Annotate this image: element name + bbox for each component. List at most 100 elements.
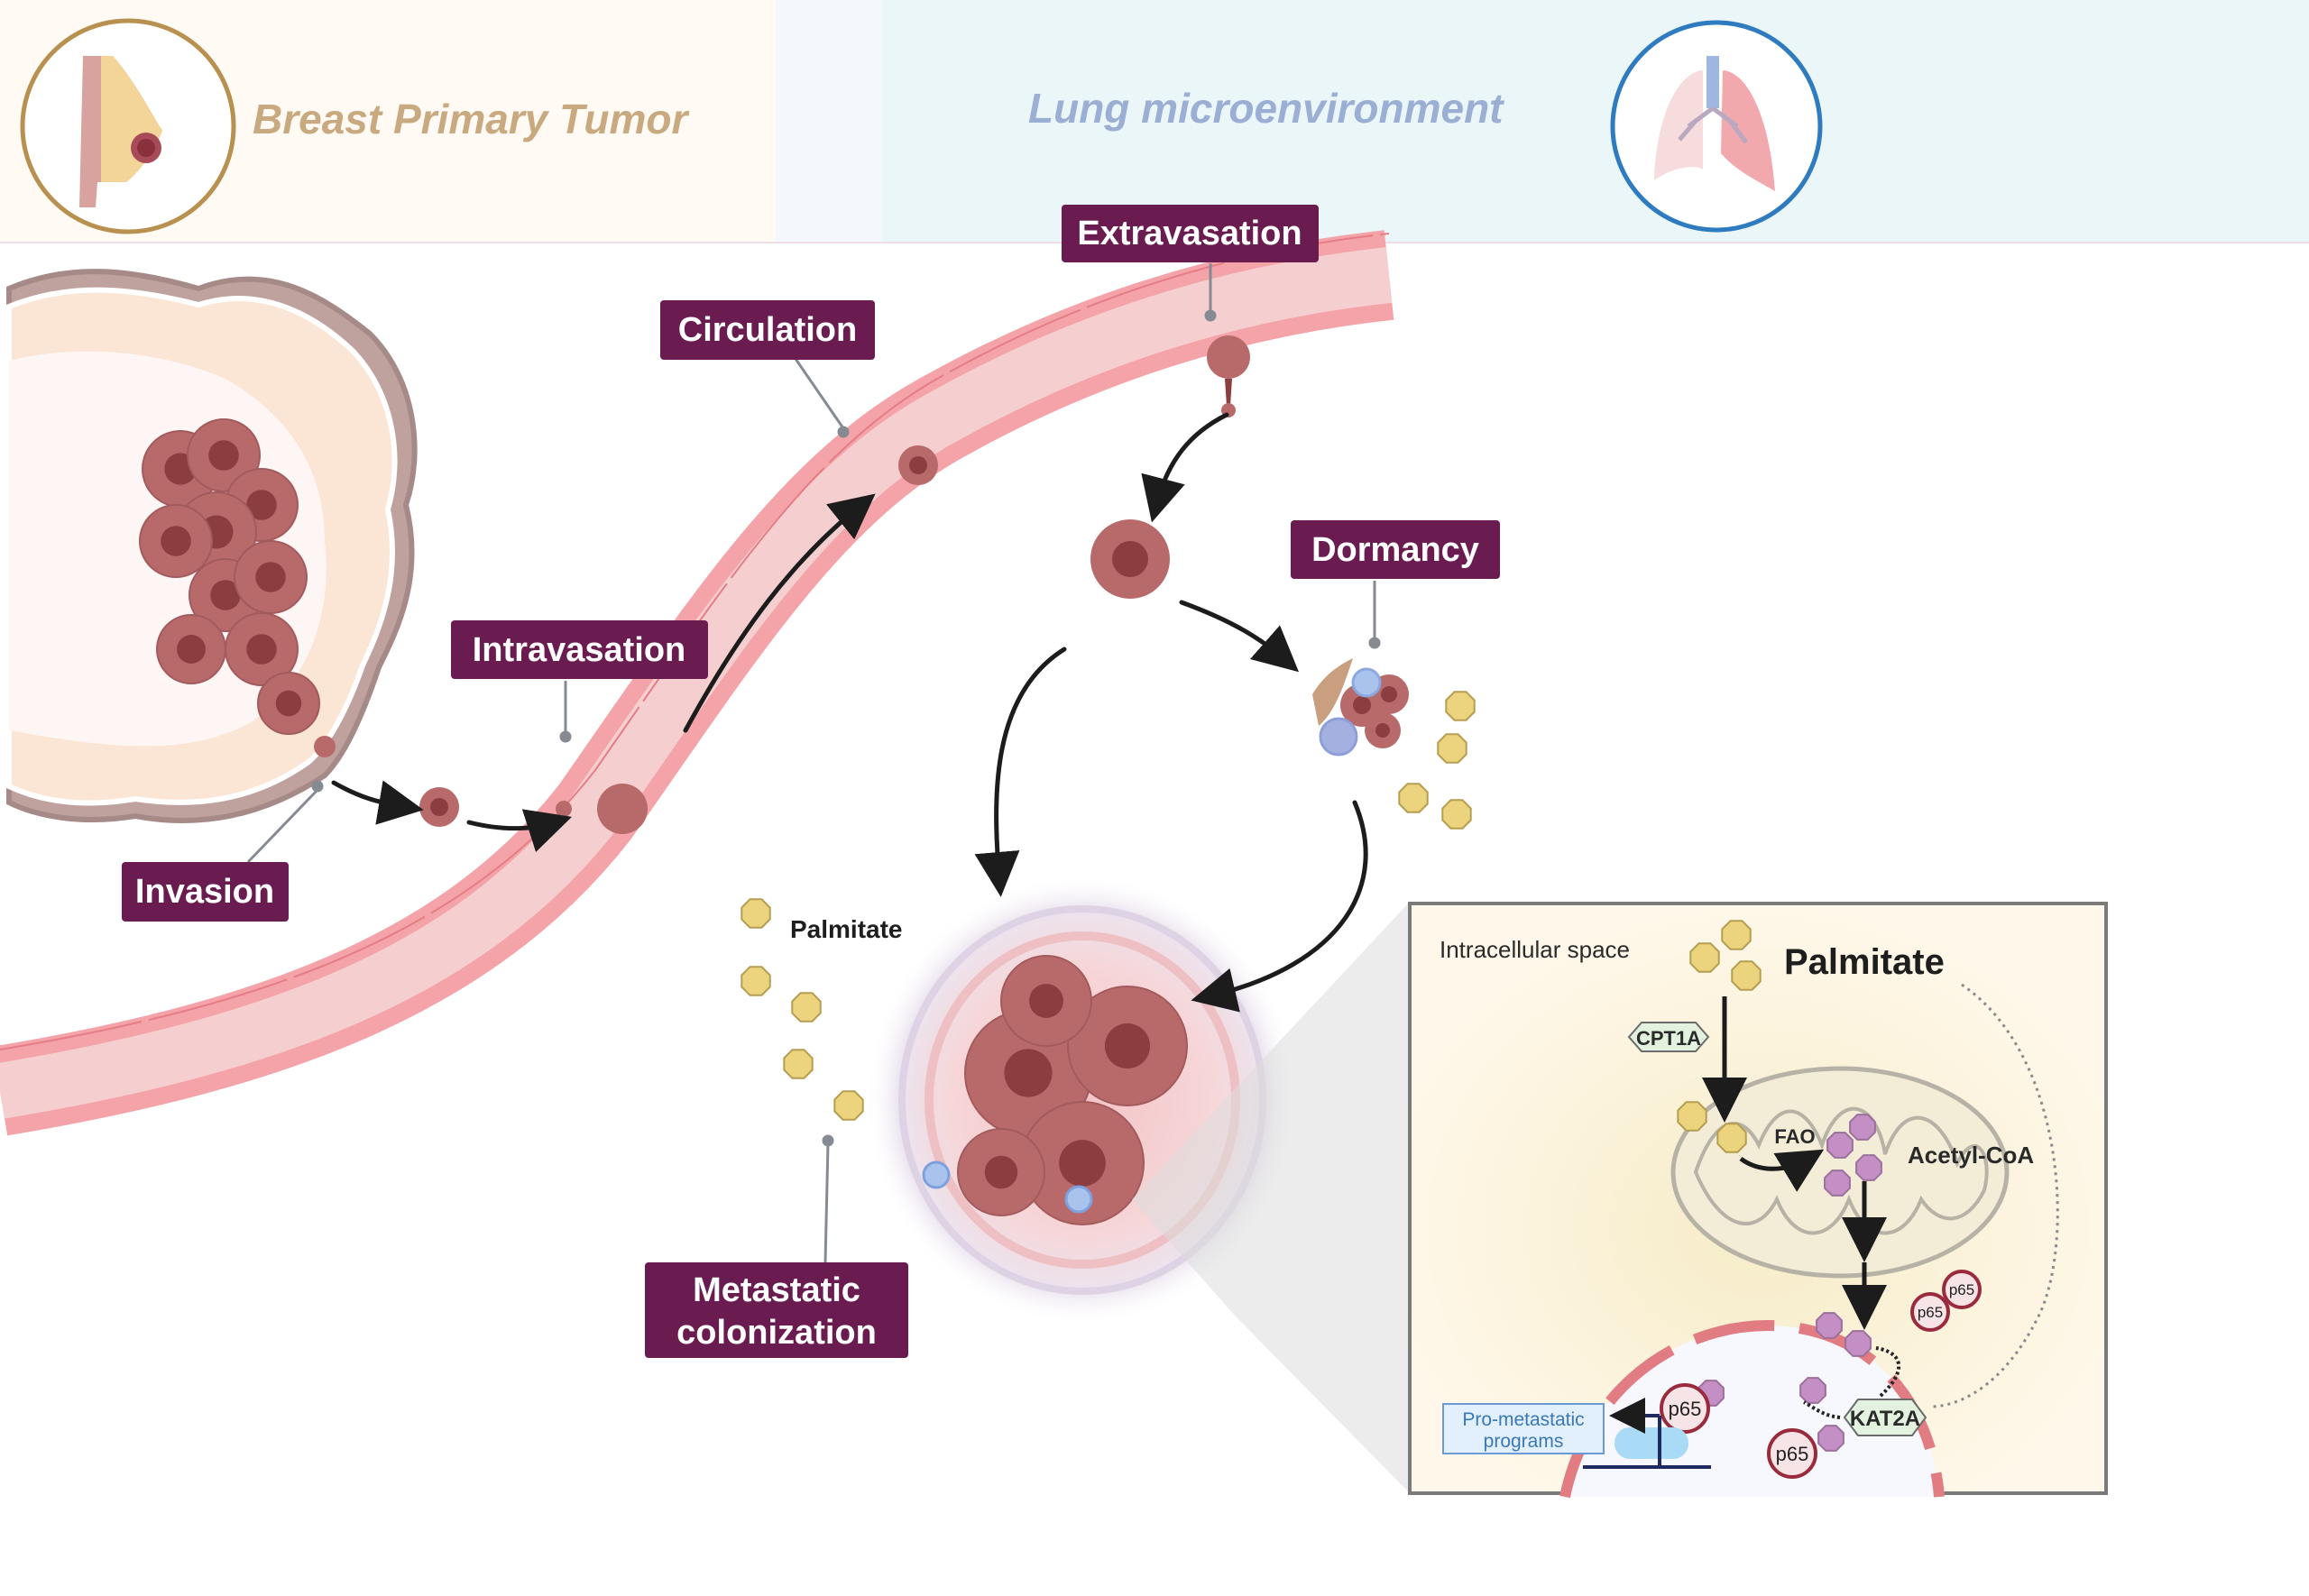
cell-nucleus xyxy=(255,562,286,592)
blood-vessel xyxy=(0,230,1394,1136)
svg-text:Circulation: Circulation xyxy=(678,311,857,349)
svg-text:programs: programs xyxy=(1484,1431,1564,1452)
breast-anatomy-icon xyxy=(20,18,236,234)
palmitate-cluster-colony xyxy=(741,898,864,1121)
stage-tag-intravasation: Intravasation xyxy=(451,620,708,679)
cell-nucleus xyxy=(246,490,277,520)
svg-text:Dormancy: Dormancy xyxy=(1311,531,1479,569)
acetyl-coa-molecule xyxy=(1844,1330,1872,1357)
header-right-title: Lung microenvironment xyxy=(1028,85,1504,132)
dormant-cluster xyxy=(1312,658,1409,757)
lungs-icon xyxy=(1610,20,1823,233)
cell-nucleus xyxy=(177,635,206,664)
p65-protein: p65 xyxy=(1660,1383,1710,1434)
tumor-mass xyxy=(139,418,320,735)
svg-text:colonization: colonization xyxy=(676,1314,877,1352)
palmitate-molecule xyxy=(783,1049,814,1079)
palmitate-molecule xyxy=(1437,733,1467,764)
inset-panel: Intracellular space Palmitate CPT1A FAO … xyxy=(1408,902,2108,1499)
svg-text:Invasion: Invasion xyxy=(135,873,274,911)
palmitate-cluster-dormancy xyxy=(1398,691,1476,830)
arrow-circulation xyxy=(683,493,876,733)
palmitate-molecule xyxy=(1689,942,1720,973)
acetyl-coa-molecule xyxy=(1817,1425,1844,1452)
acetyl-coa-molecule xyxy=(1816,1312,1843,1339)
palmitate-molecule xyxy=(741,966,771,996)
header-gap-band xyxy=(776,0,882,242)
colony-cells xyxy=(922,955,1188,1225)
acetyl-coa-molecule xyxy=(1826,1132,1854,1159)
palmitate-molecule xyxy=(741,898,771,929)
immune-cell xyxy=(922,1160,951,1189)
header-right-band xyxy=(882,0,2309,242)
metastatic-colony xyxy=(866,875,1299,1325)
palmitate-molecule xyxy=(1398,783,1429,813)
zoom-cone xyxy=(1132,902,1410,1493)
palmitate-label: Palmitate xyxy=(790,915,903,943)
inset-palmitate-title: Palmitate xyxy=(1784,942,1945,982)
arrow-to-colony xyxy=(974,647,1067,897)
p65-proteins: p65 p65 p65 p65 xyxy=(1660,1270,1982,1479)
palmitate-molecule xyxy=(1445,691,1476,721)
extravasating-cell xyxy=(1207,335,1250,417)
palmitate-molecule xyxy=(791,992,822,1023)
cell-nucleus xyxy=(1004,1049,1053,1097)
arrow-extravasate xyxy=(1141,412,1229,523)
cell-nucleus xyxy=(1059,1140,1106,1187)
cell-nucleus xyxy=(210,580,241,610)
immune-cell xyxy=(1064,1185,1093,1214)
kat2a-enzyme: KAT2A xyxy=(1843,1399,1927,1436)
p65-label: p65 xyxy=(1949,1281,1974,1298)
svg-text:Extravasation: Extravasation xyxy=(1077,215,1302,252)
svg-text:CPT1A: CPT1A xyxy=(1636,1027,1701,1050)
arrow-dormancy-to-colony xyxy=(1191,800,1368,1013)
inset-space-label: Intracellular space xyxy=(1440,936,1630,963)
cell-nucleus xyxy=(208,440,239,471)
arrow-invasion xyxy=(331,780,424,825)
header-left-title: Breast Primary Tumor xyxy=(253,96,689,142)
cell-nucleus xyxy=(246,634,277,665)
p65-label: p65 xyxy=(1776,1443,1809,1465)
acetyl-coa-molecule xyxy=(1824,1169,1851,1197)
palmitate-molecule xyxy=(833,1090,864,1121)
invasion-cell xyxy=(314,736,336,757)
cell-nucleus xyxy=(984,1155,1018,1189)
palmitate-molecule xyxy=(1677,1101,1707,1132)
mammary-duct xyxy=(6,269,418,823)
pro-metastatic-programs-box: Pro-metastatic programs xyxy=(1442,1403,1605,1454)
p65-protein: p65 xyxy=(1910,1292,1950,1332)
stage-tag-extravasation: Extravasation xyxy=(1062,205,1319,262)
flow-arrows xyxy=(331,412,1368,1013)
inset-acetyl-coa xyxy=(1697,1114,1882,1452)
gene-promoter xyxy=(1583,1398,1711,1469)
fao-label: FAO xyxy=(1774,1125,1815,1148)
inset-palmitate xyxy=(1677,920,1762,1153)
arrow-to-dormancy xyxy=(1179,600,1300,673)
p65-label: p65 xyxy=(1669,1398,1702,1420)
palmitate-molecule xyxy=(1716,1123,1747,1153)
cpt1a-enzyme: CPT1A xyxy=(1627,1022,1710,1052)
header: Breast Primary Tumor Lung microenvironme… xyxy=(0,0,2309,243)
arrow-to-vessel xyxy=(466,809,573,852)
stage-tag-dormancy: Dormancy xyxy=(1291,520,1500,579)
kat2a-link-2 xyxy=(1803,1400,1841,1419)
stage-tag-colonization: Metastatic colonization xyxy=(645,1262,908,1358)
palmitate-molecule xyxy=(1731,960,1762,991)
acetyl-coa-molecule xyxy=(1799,1377,1826,1404)
svg-text:Metastatic: Metastatic xyxy=(693,1271,860,1309)
svg-text:KAT2A: KAT2A xyxy=(1850,1407,1920,1431)
migrating-cell xyxy=(419,787,459,827)
p65-label: p65 xyxy=(1918,1304,1943,1321)
svg-text:Pro-metastatic: Pro-metastatic xyxy=(1462,1409,1584,1430)
cell-nucleus xyxy=(161,526,191,556)
kat2a-link xyxy=(1875,1346,1900,1398)
extravasated-cell xyxy=(1090,519,1170,599)
svg-text:Intravasation: Intravasation xyxy=(473,631,686,669)
stage-tag-circulation: Circulation xyxy=(660,300,875,360)
cell-nucleus xyxy=(1104,1023,1151,1069)
circulating-cell xyxy=(898,445,938,485)
acetyl-coa-label: Acetyl-CoA xyxy=(1908,1142,2034,1169)
palmitate-molecule xyxy=(1441,799,1472,830)
leader-lines xyxy=(246,263,1381,1263)
